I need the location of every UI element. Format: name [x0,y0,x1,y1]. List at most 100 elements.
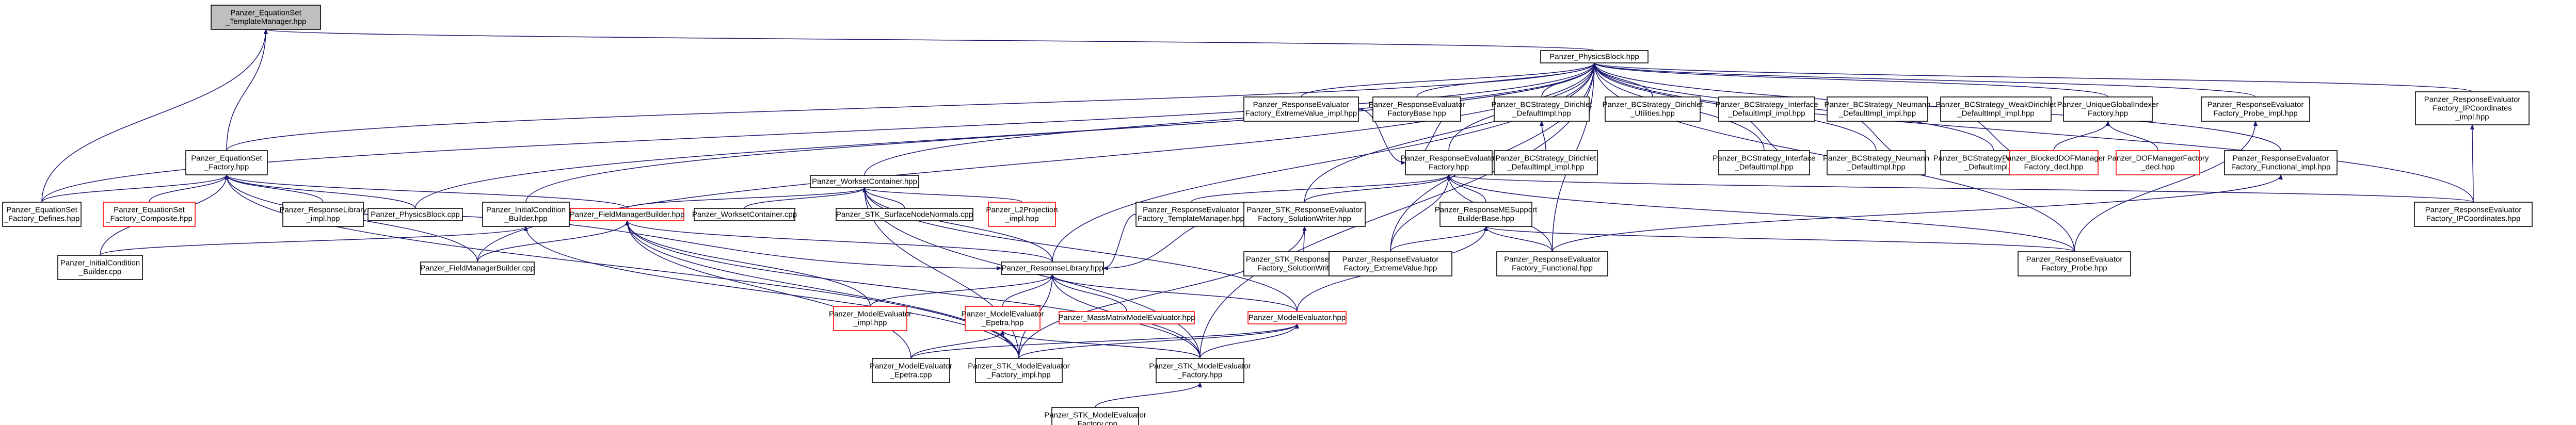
file-node-rp[interactable]: Panzer_ResponseEvaluatorFactory_Probe.hp… [2018,251,2131,276]
file-node-bcwdi[interactable]: Panzer_BCStrategy_WeakDirichlet_DefaultI… [1935,96,2056,122]
file-node-l2[interactable]: Panzer_L2Projection_impl.hpp [986,202,1058,227]
node-box [1001,261,1104,275]
node-label-line: _Factory.hpp [204,163,249,172]
node-label-line: Factory_decl.hpp [2024,163,2083,172]
file-node-bcn[interactable]: Panzer_BCStrategy_Neumann_DefaultImpl.hp… [1823,150,1929,175]
file-node-rpi[interactable]: Panzer_ResponseEvaluatorFactory_Probe_im… [2201,96,2310,122]
node-label-line: Factory_TemplateManager.hpp [1138,215,1244,223]
file-node-wccpp[interactable]: Panzer_WorksetContainer.cpp [692,208,797,221]
node-label-line: Panzer_ResponseEvaluator [1401,154,1497,163]
node-label-line: Factory_IPCoordinates.hpp [2426,215,2521,223]
file-node-bcdu[interactable]: Panzer_BCStrategy_Dirichlet_Utilities.hp… [1602,96,1703,122]
file-node-esf[interactable]: Panzer_EquationSet_Factory.hpp [185,150,268,175]
node-box [367,208,463,221]
node-label-line: Panzer_STK_ResponseEvaluator [1246,206,1362,215]
file-node-fmbcpp[interactable]: Panzer_FieldManagerBuilder.cpp [420,261,535,275]
node-label-line: Factory_IPCoordinates [2433,104,2511,113]
file-node-rl[interactable]: Panzer_ResponseLibrary.hpp [1001,261,1104,275]
file-node-bcni[interactable]: Panzer_BCStrategy_Neumann_DefaultImpl_im… [1825,96,1931,122]
file-node-snn[interactable]: Panzer_STK_SurfaceNodeNormals.cpp [836,208,973,221]
file-node-ric[interactable]: Panzer_ResponseEvaluatorFactory_IPCoordi… [2414,202,2533,227]
file-node-rici[interactable]: Panzer_ResponseEvaluatorFactory_IPCoordi… [2415,91,2530,125]
node-label-line: _Builder.hpp [504,215,547,223]
node-box [1827,150,1926,175]
file-node-stkrsw[interactable]: Panzer_STK_ResponseEvaluatorFactory_Solu… [1243,202,1366,227]
node-label-line: Panzer_STK_ModelEvaluator [968,362,1070,371]
node-box [185,150,268,175]
file-node-rli[interactable]: Panzer_ResponseLibrary_impl.hpp [279,202,367,227]
node-box [1718,96,1815,122]
node-box [988,202,1056,227]
node-label-line: _Utilities.hpp [1630,109,1675,118]
file-node-mee[interactable]: Panzer_ModelEvaluator_Epetra.hpp [961,306,1044,331]
edge-stkmef-to-mee [1003,330,1201,359]
node-label-line: Panzer_ModelEvaluator [961,310,1044,319]
node-box [2018,251,2131,276]
file-node-mmme[interactable]: Panzer_MassMatrixModelEvaluator.hpp [1058,311,1195,324]
edge-reevi-to-ref [1358,108,1405,163]
file-node-rfi[interactable]: Panzer_ResponseEvaluatorFactory_Function… [2224,150,2338,175]
file-node-iccpp[interactable]: Panzer_InitialCondition_Builder.cpp [57,255,143,280]
node-box [1329,251,1452,276]
edge-esf-to-tm [226,29,266,151]
node-label-line: Panzer_DOFManagerFactory [2107,154,2209,163]
file-node-stkmefcpp[interactable]: Panzer_STK_ModelEvaluator_Factory.cpp [1044,407,1146,425]
file-node-retm[interactable]: Panzer_ResponseEvaluatorFactory_Template… [1135,202,1246,227]
edge-iccpp-to-icb [100,226,526,256]
edge-retm-to-ref [1190,174,1449,203]
edge-ric-to-pb [1594,63,2474,203]
node-label-line: Panzer_STK_SurfaceNodeNormals.cpp [836,210,973,219]
file-node-tm: Panzer_EquationSet_TemplateManager.hpp [211,5,321,30]
file-node-reev[interactable]: Panzer_ResponseEvaluatorFactory_ExtremeV… [1329,251,1452,276]
node-label-line: Panzer_PhysicsBlock.hpp [1549,53,1639,61]
edge-rfb-to-pb [1416,62,1594,97]
node-box [1718,150,1810,175]
file-node-pbcpp[interactable]: Panzer_PhysicsBlock.cpp [367,208,463,221]
file-node-reevi[interactable]: Panzer_ResponseEvaluatorFactory_ExtremeV… [1243,96,1359,122]
file-node-fmb[interactable]: Panzer_FieldManagerBuilder.hpp [570,208,685,221]
file-node-bcdi[interactable]: Panzer_BCStrategy_Dirichlet_DefaultImpl.… [1491,96,1592,122]
node-box [2009,150,2099,175]
file-node-me[interactable]: Panzer_ModelEvaluator.hpp [1247,311,1347,324]
file-node-esfd[interactable]: Panzer_EquationSet_Factory_Defines.hpp [2,202,82,227]
edge-esfc-to-esf [149,174,227,203]
node-label-line: Panzer_EquationSet [6,206,77,215]
file-node-meecpp[interactable]: Panzer_ModelEvaluator_Epetra.cpp [870,358,952,383]
node-label-line: Panzer_BCStrategy_WeakDirichlet [1935,101,2056,109]
edge-reev-to-ref [1390,175,1449,252]
file-node-icb[interactable]: Panzer_InitialCondition_Builder.hpp [482,202,570,227]
file-node-esfc[interactable]: Panzer_EquationSet_Factory_Composite.hpp [103,202,196,227]
node-box [1827,96,1928,122]
edge-ric-to-ref [1449,174,2474,203]
file-node-stkmef[interactable]: Panzer_STK_ModelEvaluator_Factory.hpp [1149,358,1251,383]
file-node-bcii[interactable]: Panzer_BCStrategy_Interface_DefaultImpl_… [1715,96,1818,122]
edge-refn-to-rfi [1551,174,2281,252]
file-node-refn[interactable]: Panzer_ResponseEvaluatorFactory_Function… [1496,251,1608,276]
node-label-line: Panzer_BCStrategy_Dirichlet [1491,101,1592,109]
file-node-mei[interactable]: Panzer_ModelEvaluator_impl.hpp [829,306,911,331]
edge-rp-to-rmesb [1486,226,2075,252]
file-node-bcdii[interactable]: Panzer_BCStrategy_Dirichlet_DefaultImpl_… [1494,150,1598,175]
node-label-line: _DefaultImpl.hpp [1846,163,1905,172]
node-label-line: Panzer_ResponseLibrary [279,206,367,215]
file-node-stkmefi[interactable]: Panzer_STK_ModelEvaluator_Factory_impl.h… [968,358,1070,383]
edge-dof-to-ugif [2108,121,2158,151]
node-box [975,358,1063,383]
node-label-line: Panzer_MassMatrixModelEvaluator.hpp [1058,314,1195,322]
file-node-bci[interactable]: Panzer_BCStrategy_Interface_DefaultImpl.… [1713,150,1816,175]
node-box [1494,150,1598,175]
file-node-dof[interactable]: Panzer_DOFManagerFactory_decl.hpp [2107,150,2209,175]
file-node-wc[interactable]: Panzer_WorksetContainer.hpp [810,175,919,188]
node-label-line: Panzer_BCStrategy_Neumann [1825,101,1931,109]
node-label-line: Panzer_ResponseEvaluator [1342,255,1439,264]
node-box [1494,96,1590,122]
node-box [1247,311,1347,324]
file-node-pb[interactable]: Panzer_PhysicsBlock.hpp [1540,50,1649,63]
node-label-line: Panzer_BlockedDOFManager [2002,154,2105,163]
